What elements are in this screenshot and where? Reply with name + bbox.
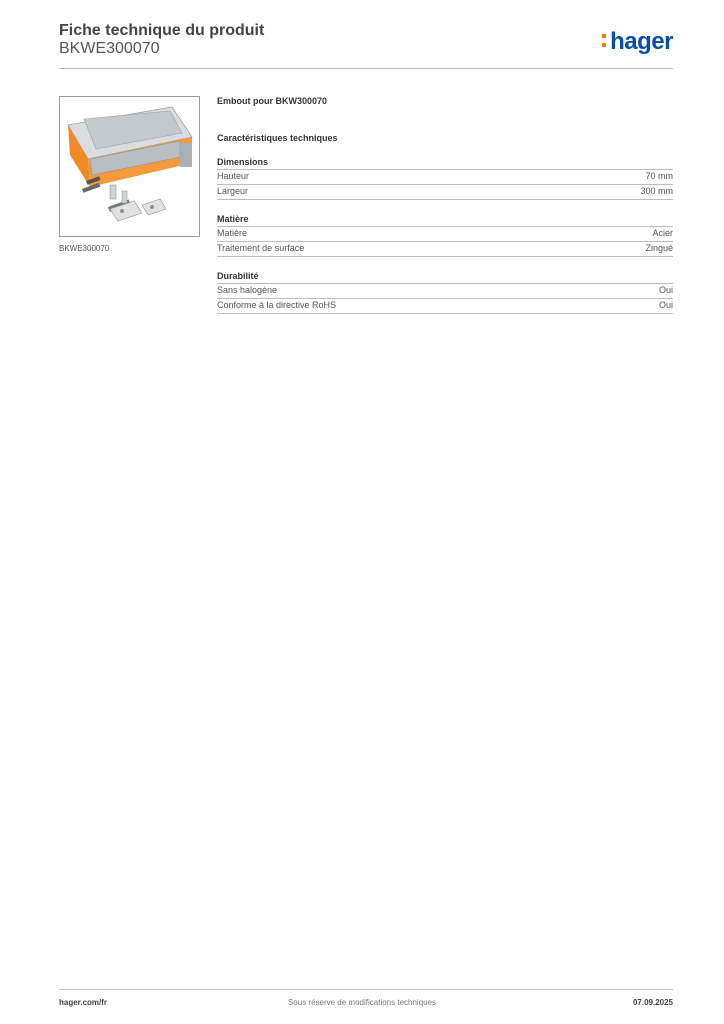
- spec-label: Traitement de surface: [217, 243, 305, 253]
- spec-group-material: Matière Matière Acier Traitement de surf…: [217, 214, 673, 257]
- spec-label: Hauteur: [217, 171, 250, 181]
- product-illustration-icon: [67, 106, 193, 222]
- spec-value: Acier: [652, 228, 673, 238]
- footer-date: 07.09.2025: [632, 998, 673, 1007]
- spec-group-title: Matière: [217, 214, 673, 227]
- spec-label: Conforme à la directive RoHS: [217, 300, 337, 310]
- logo-dots-icon: [602, 34, 607, 48]
- spec-label: Largeur: [217, 186, 249, 196]
- hager-logo: hager: [602, 28, 673, 56]
- footer-disclaimer: Sous réserve de modifications techniques: [287, 998, 437, 1007]
- product-image: [59, 96, 200, 237]
- spec-row: Hauteur 70 mm: [217, 170, 673, 185]
- footer-divider: [59, 989, 673, 990]
- spec-row: Conforme à la directive RoHS Oui: [217, 299, 673, 314]
- footer-website-link[interactable]: hager.com/fr: [59, 998, 108, 1007]
- spec-group-title: Durabilité: [217, 271, 673, 284]
- spec-value: 300 mm: [640, 186, 673, 196]
- spec-label: Matière: [217, 228, 248, 238]
- product-reference: BKWE300070: [59, 40, 160, 57]
- spec-value: Oui: [658, 300, 673, 310]
- spec-label: Sans halogène: [217, 285, 278, 295]
- product-name: Embout pour BKW300070: [217, 96, 328, 106]
- technical-specs: Embout pour BKW300070 Caractéristiques t…: [217, 96, 673, 328]
- specs-heading: Caractéristiques techniques: [217, 133, 338, 143]
- document-header: Fiche technique du produit BKWE300070 ha…: [59, 22, 673, 68]
- image-caption: BKWE300070: [59, 244, 110, 253]
- logo-wordmark: hager: [610, 28, 673, 55]
- spec-row: Largeur 300 mm: [217, 185, 673, 200]
- spec-row: Sans halogène Oui: [217, 284, 673, 299]
- spec-row: Matière Acier: [217, 227, 673, 242]
- document-title: Fiche technique du produit: [59, 22, 265, 39]
- header-divider: [59, 68, 673, 69]
- spec-value: Oui: [658, 285, 673, 295]
- spec-group-dimensions: Dimensions Hauteur 70 mm Largeur 300 mm: [217, 157, 673, 200]
- spec-value: Zingué: [645, 243, 673, 253]
- spec-value: 70 mm: [645, 171, 673, 181]
- spec-row: Traitement de surface Zingué: [217, 242, 673, 257]
- spec-group-durability: Durabilité Sans halogène Oui Conforme à …: [217, 271, 673, 314]
- spec-group-title: Dimensions: [217, 157, 673, 170]
